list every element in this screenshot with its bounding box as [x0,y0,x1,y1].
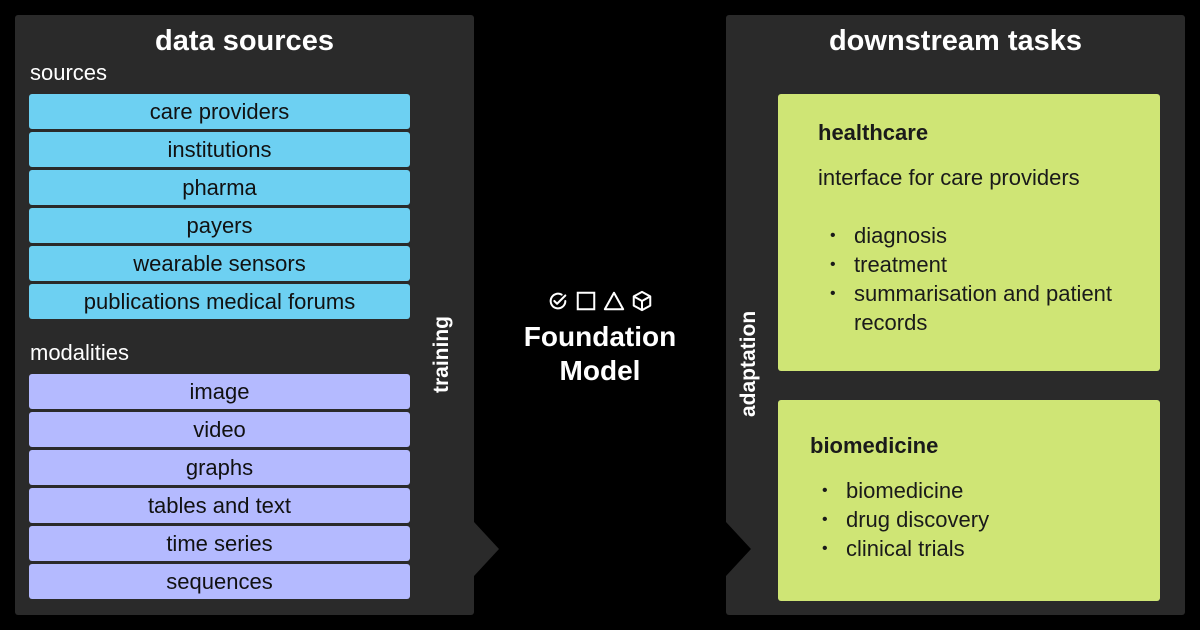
modalities-label: modalities [30,340,130,365]
sources-label: sources [30,60,108,85]
adaptation-arrow [726,522,751,576]
list-item: treatment [826,250,1126,279]
downstream-tasks-panel: downstream tasks healthcare interface fo… [726,15,1185,615]
list-item: diagnosis [826,221,1126,250]
adaptation-label: adaptation [737,310,760,417]
downstream-tasks-title: downstream tasks [828,25,1083,57]
foundation-model-line1: Foundation [523,321,677,352]
data-sources-panel: data sources sources care providers inst… [15,15,474,615]
foundation-model: Foundation Model [505,290,695,388]
training-arrow [474,522,499,576]
foundation-model-title: Foundation Model [505,320,695,388]
check-circle-icon [549,292,567,310]
source-item: pharma [29,170,410,205]
biomedicine-list: biomedicine drug discovery clinical tria… [818,476,1138,563]
list-item: drug discovery [818,505,1138,534]
triangle-icon [603,291,625,311]
healthcare-subtitle: interface for care providers [818,165,1080,190]
foundation-model-line2: Model [559,355,641,386]
list-item: clinical trials [818,534,1138,563]
model-icons [505,290,695,312]
cube-icon [632,290,652,312]
source-item: care providers [29,94,410,129]
source-item: institutions [29,132,410,167]
data-sources-title: data sources [155,25,334,57]
modality-item: tables and text [29,488,410,523]
list-item: summarisation and patient records [826,279,1126,337]
source-item: publications medical forums [29,284,410,319]
modality-item: time series [29,526,410,561]
training-label: training [430,316,453,393]
list-item: biomedicine [818,476,1138,505]
modality-item: graphs [29,450,410,485]
healthcare-title: healthcare [818,120,929,145]
biomedicine-card: biomedicine biomedicine drug discovery c… [778,400,1160,601]
healthcare-list: diagnosis treatment summarisation and pa… [826,221,1126,337]
healthcare-card: healthcare interface for care providers … [778,94,1160,371]
modality-item: sequences [29,564,410,599]
modality-item: video [29,412,410,447]
source-item: payers [29,208,410,243]
modality-item: image [29,374,410,409]
biomedicine-title: biomedicine [810,433,939,458]
source-item: wearable sensors [29,246,410,281]
square-icon [576,291,596,311]
